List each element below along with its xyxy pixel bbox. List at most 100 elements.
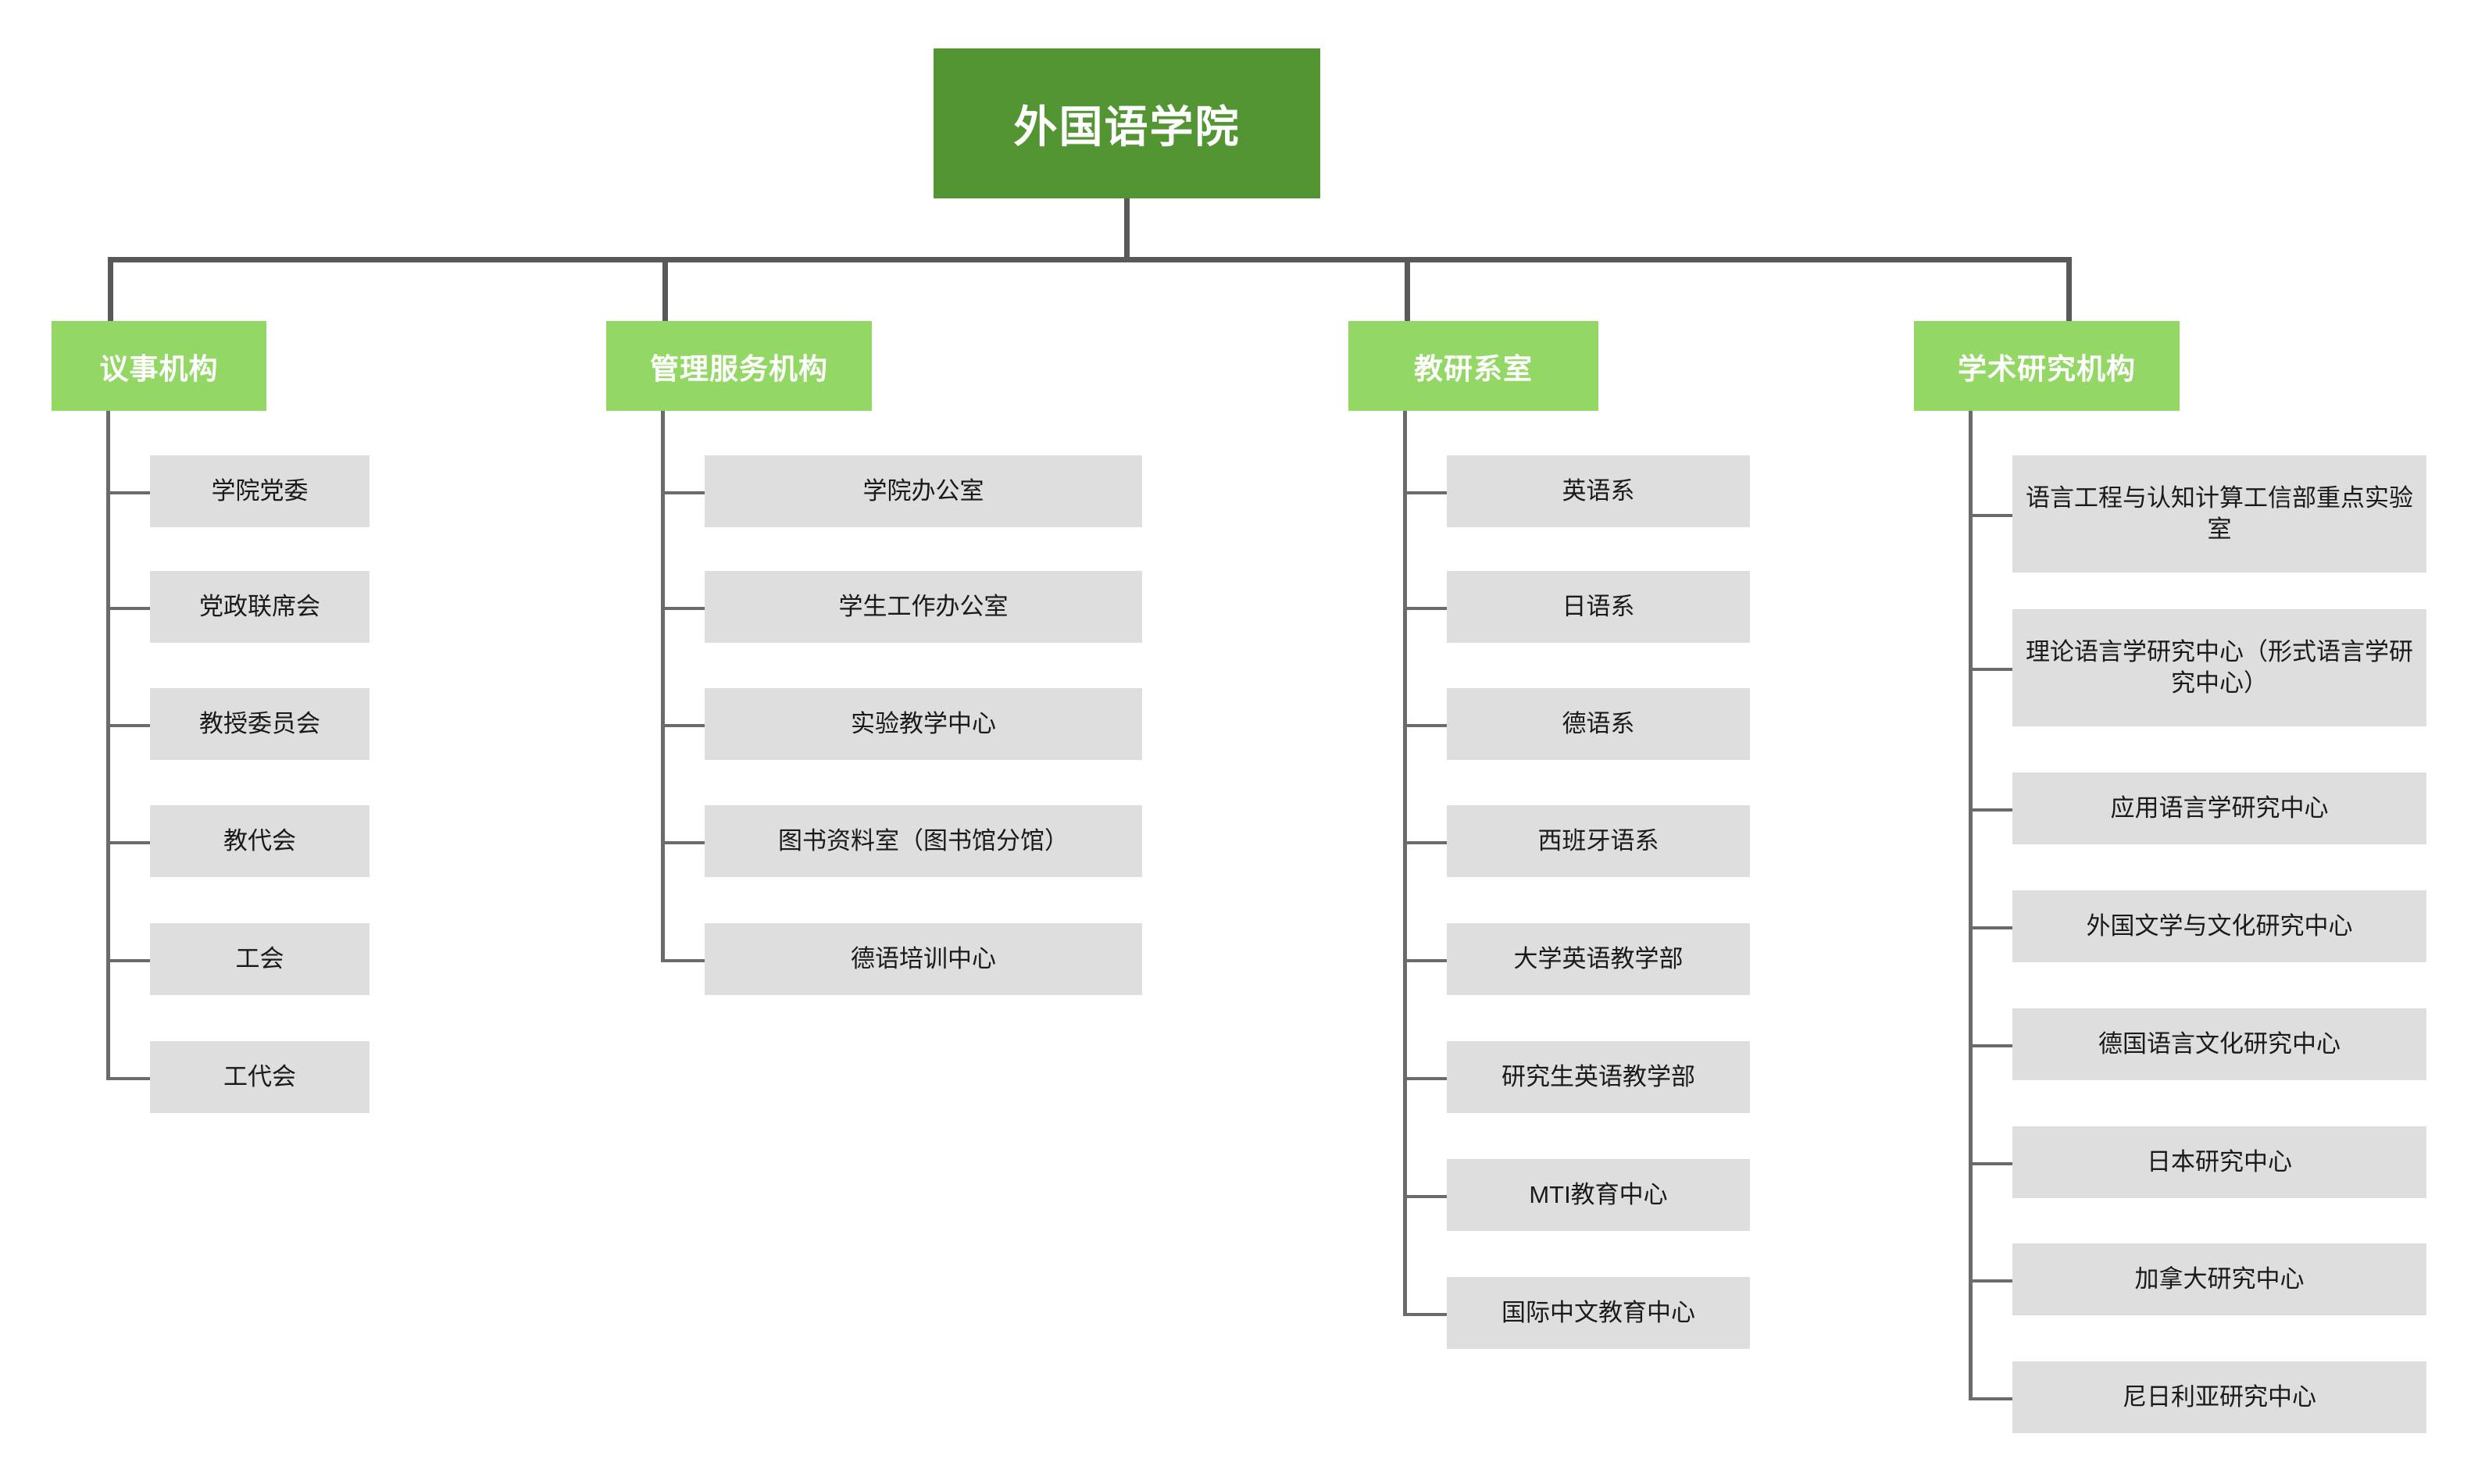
leaf-node-label: 学院党委 — [211, 477, 309, 505]
connector-branch-deliberative-3 — [106, 724, 150, 727]
leaf-node-label: 图书资料室（图书馆分馆） — [778, 827, 1069, 855]
connector-branch-teaching-8 — [1403, 1313, 1447, 1316]
leaf-node[interactable]: 学生工作办公室 — [705, 571, 1142, 643]
leaf-node-label: 外国文学与文化研究中心 — [2086, 912, 2353, 940]
connector-branch-deliberative-6 — [106, 1077, 150, 1080]
leaf-node-label: 国际中文教育中心 — [1501, 1299, 1695, 1327]
connector-branch-research-4 — [1969, 926, 2012, 929]
connector-branch-teaching-6 — [1403, 1077, 1447, 1080]
connector-branch-deliberative-2 — [106, 607, 150, 610]
leaf-node-label: 实验教学中心 — [851, 710, 996, 738]
connector-branch-research-1 — [1969, 514, 2012, 517]
leaf-node[interactable]: 加拿大研究中心 — [2012, 1243, 2426, 1315]
connector-branch-research-3 — [1969, 808, 2012, 812]
leaf-node[interactable]: 理论语言学研究中心（形式语言学研究中心） — [2012, 609, 2426, 726]
leaf-node[interactable]: 德语系 — [1447, 688, 1750, 760]
connector-drop-deliberative — [108, 257, 113, 323]
leaf-node-label: 尼日利亚研究中心 — [2123, 1383, 2316, 1411]
connector-branch-deliberative-5 — [106, 959, 150, 962]
leaf-node-label: 工会 — [235, 945, 284, 973]
leaf-node[interactable]: 工代会 — [150, 1041, 370, 1113]
leaf-node[interactable]: 图书资料室（图书馆分馆） — [705, 805, 1142, 877]
connector-branch-research-7 — [1969, 1279, 2012, 1282]
category-node-label: 学术研究机构 — [1958, 352, 2136, 385]
leaf-node[interactable]: 学院党委 — [150, 455, 370, 527]
category-node-label: 议事机构 — [99, 352, 219, 385]
connector-branch-admin-2 — [661, 607, 705, 610]
connector-branch-teaching-4 — [1403, 841, 1447, 844]
root-node-label: 外国语学院 — [1013, 102, 1241, 152]
leaf-node[interactable]: 工会 — [150, 923, 370, 995]
leaf-node-label: 日本研究中心 — [2147, 1148, 2292, 1176]
leaf-node-label: 西班牙语系 — [1537, 827, 1659, 855]
leaf-node-label: 德语培训中心 — [851, 945, 996, 973]
connector-branch-admin-4 — [661, 841, 705, 844]
leaf-node-label: 学生工作办公室 — [838, 593, 1009, 621]
leaf-node[interactable]: 英语系 — [1447, 455, 1750, 527]
leaf-node-label: 理论语言学研究中心（形式语言学研究中心） — [2026, 638, 2413, 697]
category-node-deliberative[interactable]: 议事机构 — [52, 321, 266, 411]
leaf-node-label: 语言工程与认知计算工信部重点实验室 — [2026, 484, 2413, 543]
leaf-node[interactable]: 日语系 — [1447, 571, 1750, 643]
leaf-node[interactable]: 德语培训中心 — [705, 923, 1142, 995]
connector-branch-research-5 — [1969, 1044, 2012, 1047]
connector-drop-teaching-departments — [1405, 257, 1410, 323]
leaf-node-label: MTI教育中心 — [1529, 1181, 1668, 1209]
leaf-node[interactable]: 德国语言文化研究中心 — [2012, 1008, 2426, 1080]
category-node-teaching-departments[interactable]: 教研系室 — [1348, 321, 1598, 411]
connector-branch-deliberative-1 — [106, 491, 150, 494]
leaf-node[interactable]: 大学英语教学部 — [1447, 923, 1750, 995]
category-node-label: 管理服务机构 — [650, 352, 828, 385]
connector-branch-deliberative-4 — [106, 841, 150, 844]
connector-spine-admin-service — [661, 411, 665, 962]
connector-branch-teaching-7 — [1403, 1195, 1447, 1198]
leaf-node-label: 德语系 — [1562, 710, 1635, 738]
connector-branch-admin-3 — [661, 724, 705, 727]
category-node-label: 教研系室 — [1414, 352, 1533, 385]
connector-drop-academic-research — [2066, 257, 2072, 323]
connector-horizontal-bus — [108, 257, 2072, 262]
leaf-node[interactable]: 应用语言学研究中心 — [2012, 772, 2426, 844]
connector-branch-research-2 — [1969, 668, 2012, 671]
leaf-node-label: 英语系 — [1562, 477, 1635, 505]
connector-branch-teaching-3 — [1403, 724, 1447, 727]
leaf-node-label: 日语系 — [1562, 593, 1635, 621]
connector-branch-admin-1 — [661, 491, 705, 494]
leaf-node-label: 研究生英语教学部 — [1501, 1063, 1695, 1091]
connector-branch-teaching-5 — [1403, 959, 1447, 962]
connector-drop-admin-service — [662, 257, 668, 323]
leaf-node[interactable]: MTI教育中心 — [1447, 1159, 1750, 1231]
leaf-node[interactable]: 研究生英语教学部 — [1447, 1041, 1750, 1113]
connector-branch-research-6 — [1969, 1162, 2012, 1165]
leaf-node-label: 工代会 — [223, 1063, 296, 1091]
leaf-node[interactable]: 学院办公室 — [705, 455, 1142, 527]
leaf-node-label: 应用语言学研究中心 — [2110, 794, 2329, 822]
connector-root-stem — [1124, 198, 1130, 262]
root-node-school-of-foreign-languages[interactable]: 外国语学院 — [934, 48, 1320, 198]
leaf-node-label: 加拿大研究中心 — [2134, 1265, 2305, 1293]
leaf-node[interactable]: 实验教学中心 — [705, 688, 1142, 760]
connector-branch-teaching-2 — [1403, 607, 1447, 610]
leaf-node-label: 德国语言文化研究中心 — [2098, 1030, 2341, 1058]
leaf-node[interactable]: 教授委员会 — [150, 688, 370, 760]
connector-spine-teaching-departments — [1403, 411, 1407, 1316]
connector-branch-research-8 — [1969, 1397, 2012, 1400]
leaf-node-label: 党政联席会 — [199, 593, 320, 621]
leaf-node-label: 学院办公室 — [862, 477, 984, 505]
leaf-node[interactable]: 教代会 — [150, 805, 370, 877]
leaf-node-label: 大学英语教学部 — [1513, 945, 1684, 973]
leaf-node-label: 教授委员会 — [199, 710, 320, 738]
leaf-node[interactable]: 日本研究中心 — [2012, 1126, 2426, 1198]
category-node-academic-research[interactable]: 学术研究机构 — [1914, 321, 2180, 411]
leaf-node-label: 教代会 — [223, 827, 296, 855]
leaf-node[interactable]: 西班牙语系 — [1447, 805, 1750, 877]
category-node-admin-service[interactable]: 管理服务机构 — [606, 321, 872, 411]
connector-spine-deliberative — [106, 411, 110, 1080]
connector-branch-teaching-1 — [1403, 491, 1447, 494]
leaf-node[interactable]: 外国文学与文化研究中心 — [2012, 890, 2426, 962]
connector-branch-admin-5 — [661, 959, 705, 962]
leaf-node[interactable]: 党政联席会 — [150, 571, 370, 643]
leaf-node[interactable]: 国际中文教育中心 — [1447, 1277, 1750, 1349]
leaf-node[interactable]: 语言工程与认知计算工信部重点实验室 — [2012, 455, 2426, 573]
leaf-node[interactable]: 尼日利亚研究中心 — [2012, 1361, 2426, 1433]
